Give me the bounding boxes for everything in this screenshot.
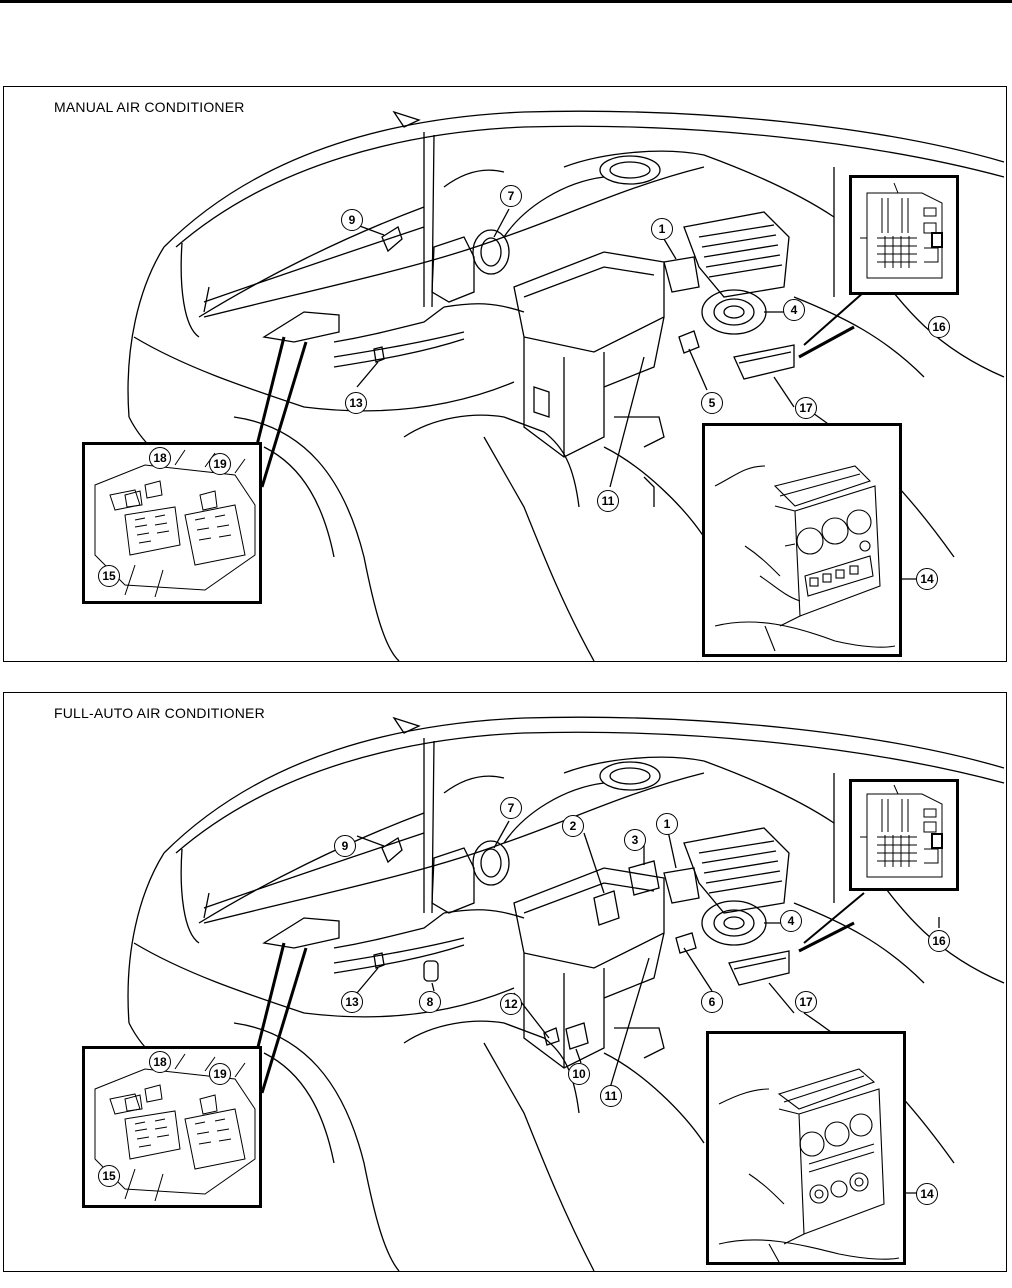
callout-6: 6 (701, 991, 723, 1013)
callout-11: 11 (600, 1085, 622, 1107)
callout-4: 4 (783, 299, 805, 321)
callout-13: 13 (345, 392, 367, 414)
callout-15: 15 (98, 565, 120, 587)
callout-16: 16 (928, 930, 950, 952)
fuse-block-inset (849, 779, 959, 891)
callout-4: 4 (780, 910, 802, 932)
callout-16: 16 (928, 316, 950, 338)
top-rule (0, 0, 1012, 3)
fuse-block-inset (849, 175, 959, 295)
callout-10: 10 (568, 1063, 590, 1085)
callout-14: 14 (916, 1183, 938, 1205)
callout-7: 7 (500, 797, 522, 819)
callout-14: 14 (916, 568, 938, 590)
callout-17: 17 (795, 991, 817, 1013)
panel-title: FULL-AUTO AIR CONDITIONER (54, 705, 265, 721)
panel-manual-air-conditioner: MANUAL AIR CONDITIONER (3, 86, 1007, 662)
callout-18: 18 (149, 1051, 171, 1073)
callout-17: 17 (795, 397, 817, 419)
callout-19: 19 (209, 453, 231, 475)
callout-18: 18 (149, 447, 171, 469)
callout-12: 12 (500, 993, 522, 1015)
callout-11: 11 (597, 490, 619, 512)
callout-8: 8 (419, 991, 441, 1013)
callout-7: 7 (500, 185, 522, 207)
callout-3: 3 (624, 829, 646, 851)
climate-control-panel-inset (706, 1031, 906, 1265)
callout-15: 15 (98, 1165, 120, 1187)
callout-9: 9 (334, 835, 356, 857)
callout-13: 13 (341, 991, 363, 1013)
panel-full-auto-air-conditioner: FULL-AUTO AIR CONDITIONER (3, 692, 1007, 1272)
panel-title: MANUAL AIR CONDITIONER (54, 99, 245, 115)
callout-5: 5 (701, 392, 723, 414)
callout-1: 1 (651, 218, 673, 240)
climate-control-panel-inset (702, 423, 902, 657)
vehicle-interior-line-drawing (127, 110, 1005, 661)
callout-2: 2 (562, 815, 584, 837)
callout-9: 9 (341, 209, 363, 231)
callout-19: 19 (209, 1063, 231, 1085)
vehicle-interior-line-drawing (127, 716, 1005, 1271)
callout-1: 1 (656, 813, 678, 835)
